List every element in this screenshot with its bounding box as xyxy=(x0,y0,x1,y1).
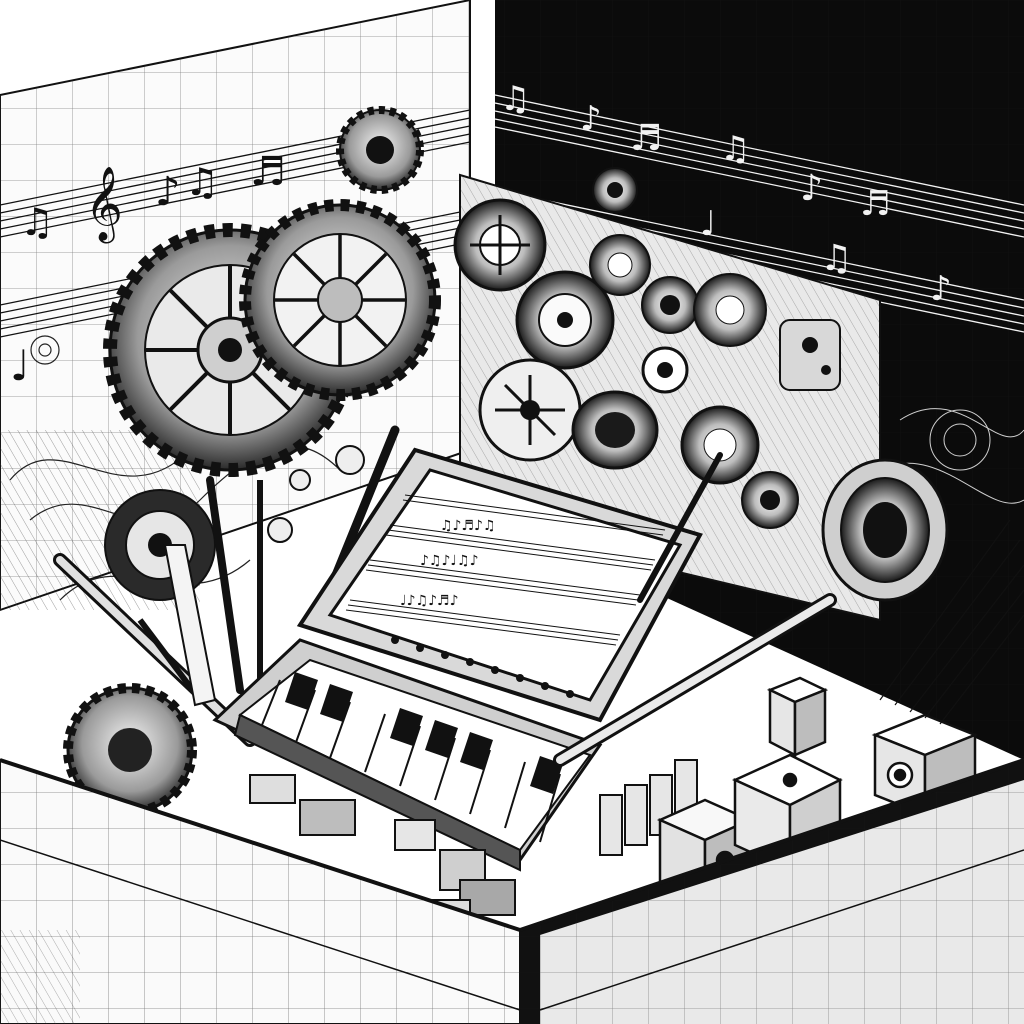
svg-text:♪: ♪ xyxy=(930,269,952,309)
gear-cluster xyxy=(63,106,441,817)
svg-text:♬: ♬ xyxy=(630,118,662,159)
svg-text:♫: ♫ xyxy=(720,129,750,169)
control-box xyxy=(779,319,841,391)
svg-text:♫: ♫ xyxy=(185,160,219,204)
screen-staff-lines xyxy=(345,494,666,646)
score-screen: ♪♫♪♩♫♪ ♫♪♬♪♫ ♩♪♫♪♬♪ xyxy=(296,447,723,723)
speaker-cones xyxy=(453,167,949,602)
dark-wall-notes: ♫ ♪ ♬ ♫ ♪ ♬ ♩ ♫ ♪ xyxy=(500,79,952,309)
svg-text:♫♪♬♪♫: ♫♪♬♪♫ xyxy=(440,518,496,534)
large-speaker-icon xyxy=(821,458,949,602)
black-keys xyxy=(285,672,563,794)
svg-text:♪♫♪♩♫♪: ♪♫♪♩♫♪ xyxy=(420,553,479,569)
svg-text:♫: ♫ xyxy=(500,79,530,119)
svg-text:♪: ♪ xyxy=(155,169,181,215)
note-glyphs: ♫ ♪ ♫ ♬ ♩ xyxy=(10,149,286,390)
svg-text:♪: ♪ xyxy=(580,99,602,139)
svg-text:♬: ♬ xyxy=(250,149,286,195)
grid-floor-frame xyxy=(0,758,1024,1024)
svg-text:♫: ♫ xyxy=(20,200,54,244)
treble-clef-icon: 𝄞 xyxy=(85,167,123,244)
svg-text:♬: ♬ xyxy=(860,184,890,224)
screen-buttons xyxy=(391,636,574,698)
right-hatch-strokes xyxy=(879,519,1024,725)
svg-text:♩: ♩ xyxy=(700,204,716,244)
svg-text:♫: ♫ xyxy=(820,238,852,279)
svg-text:♩♪♫♪♬♪: ♩♪♫♪♬♪ xyxy=(400,593,459,609)
svg-text:♪: ♪ xyxy=(800,168,823,209)
svg-text:♩: ♩ xyxy=(10,341,30,390)
piano-keyboard xyxy=(212,638,603,872)
